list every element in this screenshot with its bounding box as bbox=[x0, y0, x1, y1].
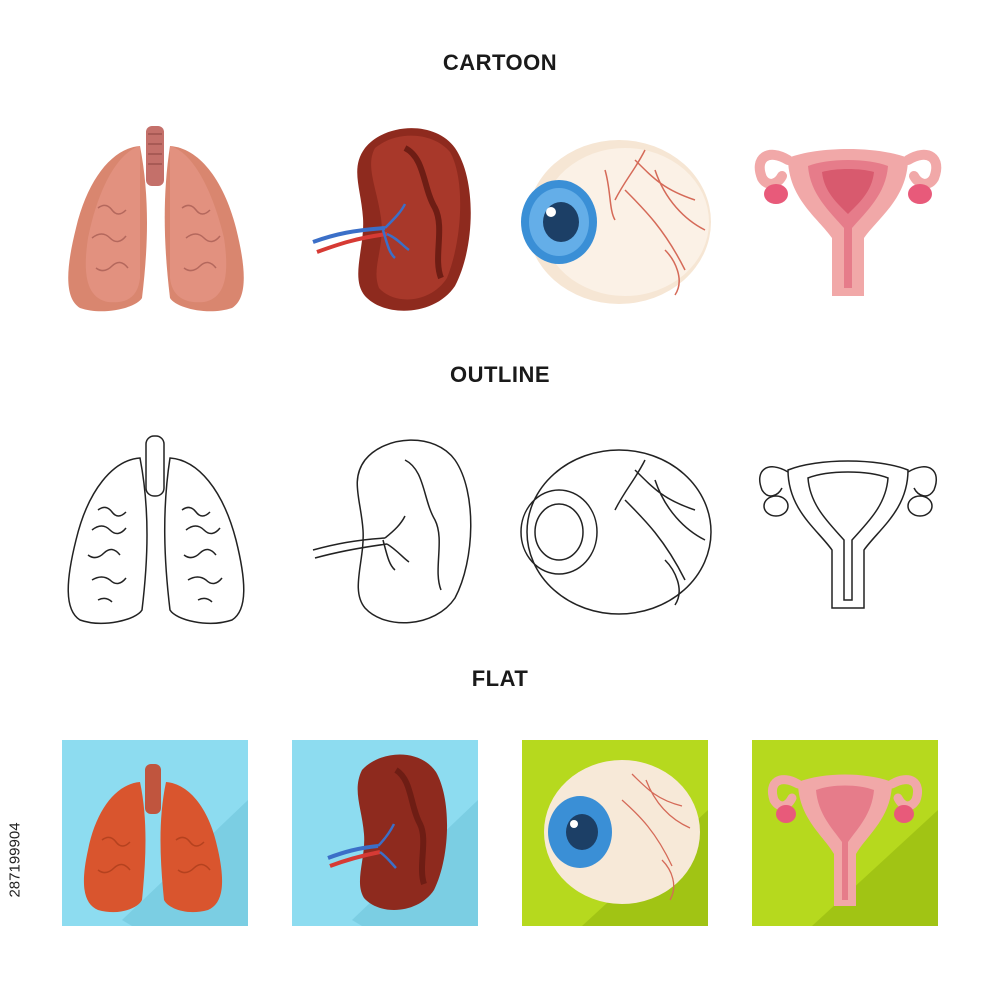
lungs-flat-icon bbox=[62, 740, 248, 926]
spleen-outline-icon bbox=[312, 439, 472, 624]
uterus-outline-icon bbox=[759, 460, 937, 609]
section-title-cartoon: CARTOON bbox=[442, 50, 558, 75]
eyeball-icon bbox=[521, 140, 711, 304]
lungs-outline-icon bbox=[67, 435, 245, 624]
lungs-icon bbox=[68, 126, 244, 312]
section-title-outline: OUTLINE bbox=[449, 362, 551, 387]
eyeball-outline-icon bbox=[520, 449, 712, 615]
spleen-icon bbox=[312, 128, 471, 311]
stock-id-text: 287199904 bbox=[6, 822, 24, 898]
uterus-flat-icon bbox=[752, 740, 938, 926]
eyeball-flat-icon bbox=[522, 740, 708, 926]
section-title-flat: FLAT bbox=[471, 666, 529, 691]
spleen-flat-icon bbox=[292, 740, 478, 926]
uterus-icon bbox=[754, 149, 942, 296]
stock-id-label: 287199904 bbox=[4, 760, 26, 960]
